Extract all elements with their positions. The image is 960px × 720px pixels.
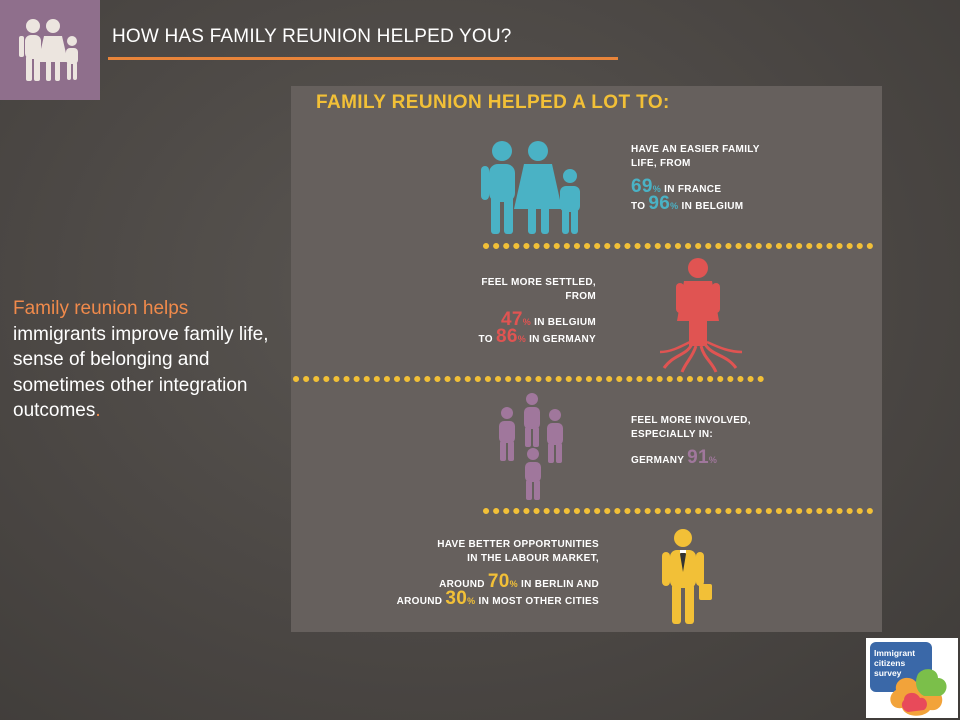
stat-unit: % <box>670 201 679 211</box>
stat-unit: % <box>517 334 526 344</box>
row-lead: HAVE AN EASIER FAMILY LIFE, FROM <box>631 144 760 169</box>
stat-prefix: TO <box>631 201 646 212</box>
title-underline <box>108 57 618 60</box>
svg-text:survey: survey <box>874 668 902 678</box>
panel-heading: FAMILY REUNION HELPED A LOT TO: <box>316 92 670 113</box>
stat-label: IN FRANCE <box>664 184 722 195</box>
row-stat-1: 69% IN FRANCE <box>631 177 861 197</box>
summary-highlight: Family reunion helps <box>13 298 189 319</box>
stat-unit: % <box>467 596 476 606</box>
stat-value: 47 <box>500 309 523 330</box>
family-icon <box>481 141 580 234</box>
row-stat-2: TO 96% IN BELGIUM <box>631 194 861 214</box>
row-lead: HAVE BETTER OPPORTUNITIES IN THE LABOUR … <box>437 539 599 564</box>
family-icon <box>19 19 78 81</box>
stat-unit: % <box>652 184 662 194</box>
stat-value: 69 <box>631 176 653 197</box>
header-logo <box>0 0 100 100</box>
svg-text:citizens: citizens <box>874 658 905 668</box>
svg-text:Immigrant: Immigrant <box>874 648 915 658</box>
survey-logo-icon: Immigrant citizens survey <box>866 638 958 718</box>
row-stat-1: GERMANY 91% <box>631 448 861 468</box>
page-title: HOW HAS FAMILY REUNION HELPED YOU? <box>112 26 512 47</box>
row-involved: FEEL MORE INVOLVED, ESPECIALLY IN: GERMA… <box>631 414 861 468</box>
row-labour-market: HAVE BETTER OPPORTUNITIES IN THE LABOUR … <box>371 538 599 609</box>
stat-label: IN GERMANY <box>529 334 596 345</box>
stat-unit: % <box>509 579 518 589</box>
stat-value: 96 <box>648 193 671 214</box>
stat-unit: % <box>708 455 718 465</box>
stat-value: 30 <box>445 588 468 609</box>
dotted-divider <box>483 508 880 514</box>
stat-label: GERMANY <box>631 455 685 466</box>
stat-prefix: AROUND <box>396 596 443 607</box>
row-lead: FEEL MORE INVOLVED, ESPECIALLY IN: <box>631 415 751 440</box>
dotted-divider <box>483 243 880 249</box>
stat-value: 70 <box>487 571 510 592</box>
stat-label: IN BELGIUM <box>681 201 744 212</box>
stat-prefix: TO <box>478 334 493 345</box>
stat-unit: % <box>522 317 532 327</box>
community-group-icon <box>499 393 563 500</box>
row-stat-2: AROUND 30% IN MOST OTHER CITIES <box>371 589 599 609</box>
businessman-icon <box>662 529 712 624</box>
stat-label: IN BELGIUM <box>534 317 596 328</box>
summary-end-mark: . <box>95 400 101 421</box>
infographic-panel: FAMILY REUNION HELPED A LOT TO: HAVE AN … <box>291 86 882 632</box>
dotted-divider <box>293 376 768 382</box>
stat-value: 91 <box>687 447 709 468</box>
row-settled: FEEL MORE SETTLED, FROM 47% IN BELGIUM T… <box>401 276 596 347</box>
stat-prefix: AROUND <box>439 579 485 590</box>
summary-body: immigrants improve family life, sense of… <box>13 323 269 422</box>
stat-label: IN MOST OTHER CITIES <box>478 596 599 607</box>
row-lead: FEEL MORE SETTLED, FROM <box>481 277 596 302</box>
row-family-life: HAVE AN EASIER FAMILY LIFE, FROM 69% IN … <box>631 143 861 214</box>
stat-label: IN BERLIN AND <box>521 579 599 590</box>
rooted-person-icon <box>659 258 743 373</box>
row-stat-2: TO 86% IN GERMANY <box>401 327 596 347</box>
stat-value: 86 <box>495 326 518 347</box>
row-stat-1: 47% IN BELGIUM <box>401 310 596 330</box>
row-stat-1: AROUND 70% IN BERLIN AND <box>371 572 599 592</box>
summary-text: Family reunion helps immigrants improve … <box>13 296 283 424</box>
